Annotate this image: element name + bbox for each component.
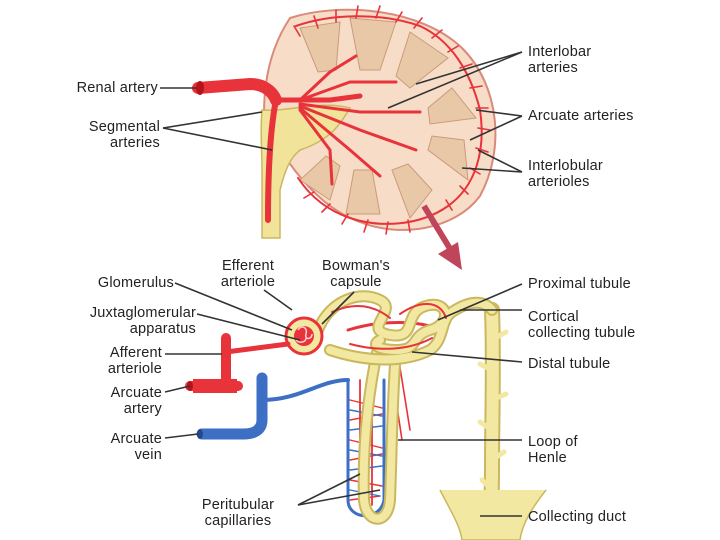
label-loop-of-henle-line2: Henle bbox=[528, 450, 567, 466]
renal-artery-opening bbox=[196, 81, 204, 95]
collecting-duct bbox=[439, 302, 547, 540]
label-arcuate-artery: Arcuate artery bbox=[60, 385, 162, 417]
label-arcuate-vein-line1: Arcuate bbox=[110, 431, 162, 447]
label-afferent-arteriole-line1: Afferent bbox=[109, 345, 162, 361]
zoom-arrow-head bbox=[438, 242, 462, 270]
label-segmental-arteries-line2: arteries bbox=[110, 135, 160, 151]
label-arcuate-artery-line2: artery bbox=[123, 401, 162, 417]
label-loop-of-henle-line1: Loop of bbox=[528, 434, 578, 450]
label-loop-of-henle: Loop of Henle bbox=[528, 434, 578, 466]
label-efferent-arteriole-line1: Efferent bbox=[221, 258, 275, 274]
label-peritubular-capillaries: Peritubular capillaries bbox=[176, 497, 300, 529]
label-peritubular-capillaries-line1: Peritubular bbox=[201, 497, 275, 513]
afferent-arteriole-vessel bbox=[185, 333, 291, 393]
label-afferent-arteriole: Afferent arteriole bbox=[60, 345, 162, 377]
label-interlobar-arteries: Interlobar arteries bbox=[528, 44, 591, 76]
leader-lines bbox=[160, 51, 523, 517]
label-juxtaglomerular-apparatus-line2: apparatus bbox=[129, 321, 196, 337]
label-efferent-arteriole: Efferent arteriole bbox=[200, 258, 296, 290]
loop-of-henle-tubule bbox=[357, 334, 402, 525]
label-segmental-arteries-line1: Segmental bbox=[88, 119, 160, 135]
label-cortical-collecting-tubule-line1: Cortical bbox=[528, 309, 579, 325]
label-collecting-duct: Collecting duct bbox=[528, 509, 627, 525]
label-proximal-tubule: Proximal tubule bbox=[528, 276, 631, 292]
segmental-artery-vessel bbox=[265, 97, 279, 223]
renal-pyramids bbox=[299, 17, 477, 220]
label-interlobular-arterioles-line1: Interlobular bbox=[528, 158, 603, 174]
label-peritubular-capillaries-line2: capillaries bbox=[204, 513, 272, 529]
label-bowmans-capsule-line1: Bowman's bbox=[321, 258, 391, 274]
label-arcuate-vein: Arcuate vein bbox=[60, 431, 162, 463]
label-afferent-arteriole-line2: arteriole bbox=[107, 361, 162, 377]
convoluted-tubules bbox=[312, 290, 498, 366]
label-renal-artery: Renal artery bbox=[76, 80, 158, 96]
label-arcuate-vein-line2: vein bbox=[134, 447, 162, 463]
label-glomerulus: Glomerulus bbox=[97, 275, 174, 291]
label-bowmans-capsule-line2: capsule bbox=[330, 274, 382, 290]
label-segmental-arteries: Segmental arteries bbox=[40, 119, 160, 151]
renal-artery-vessel bbox=[192, 77, 282, 106]
label-distal-tubule: Distal tubule bbox=[528, 356, 611, 372]
label-cortical-collecting-tubule: Cortical collecting tubule bbox=[528, 309, 635, 341]
label-interlobar-arteries-line1: Interlobar bbox=[528, 44, 592, 60]
label-bowmans-capsule: Bowman's capsule bbox=[300, 258, 412, 290]
bowmans-capsule-glomerulus bbox=[284, 316, 324, 356]
label-juxtaglomerular-apparatus: Juxtaglomerular apparatus bbox=[20, 305, 196, 337]
label-juxtaglomerular-apparatus-line1: Juxtaglomerular bbox=[89, 305, 196, 321]
label-efferent-arteriole-line2: arteriole bbox=[220, 274, 276, 290]
label-interlobar-arteries-line2: arteries bbox=[528, 60, 578, 76]
label-arcuate-artery-line1: Arcuate bbox=[110, 385, 162, 401]
label-arcuate-arteries: Arcuate arteries bbox=[528, 108, 634, 124]
label-cortical-collecting-tubule-line2: collecting tubule bbox=[528, 325, 636, 341]
label-interlobular-arterioles-line2: arterioles bbox=[528, 174, 590, 190]
kidney-illustration bbox=[192, 5, 497, 239]
zoom-arrow bbox=[421, 204, 455, 254]
label-interlobular-arterioles: Interlobular arterioles bbox=[528, 158, 603, 190]
arcuate-vein-vessel bbox=[196, 372, 350, 440]
